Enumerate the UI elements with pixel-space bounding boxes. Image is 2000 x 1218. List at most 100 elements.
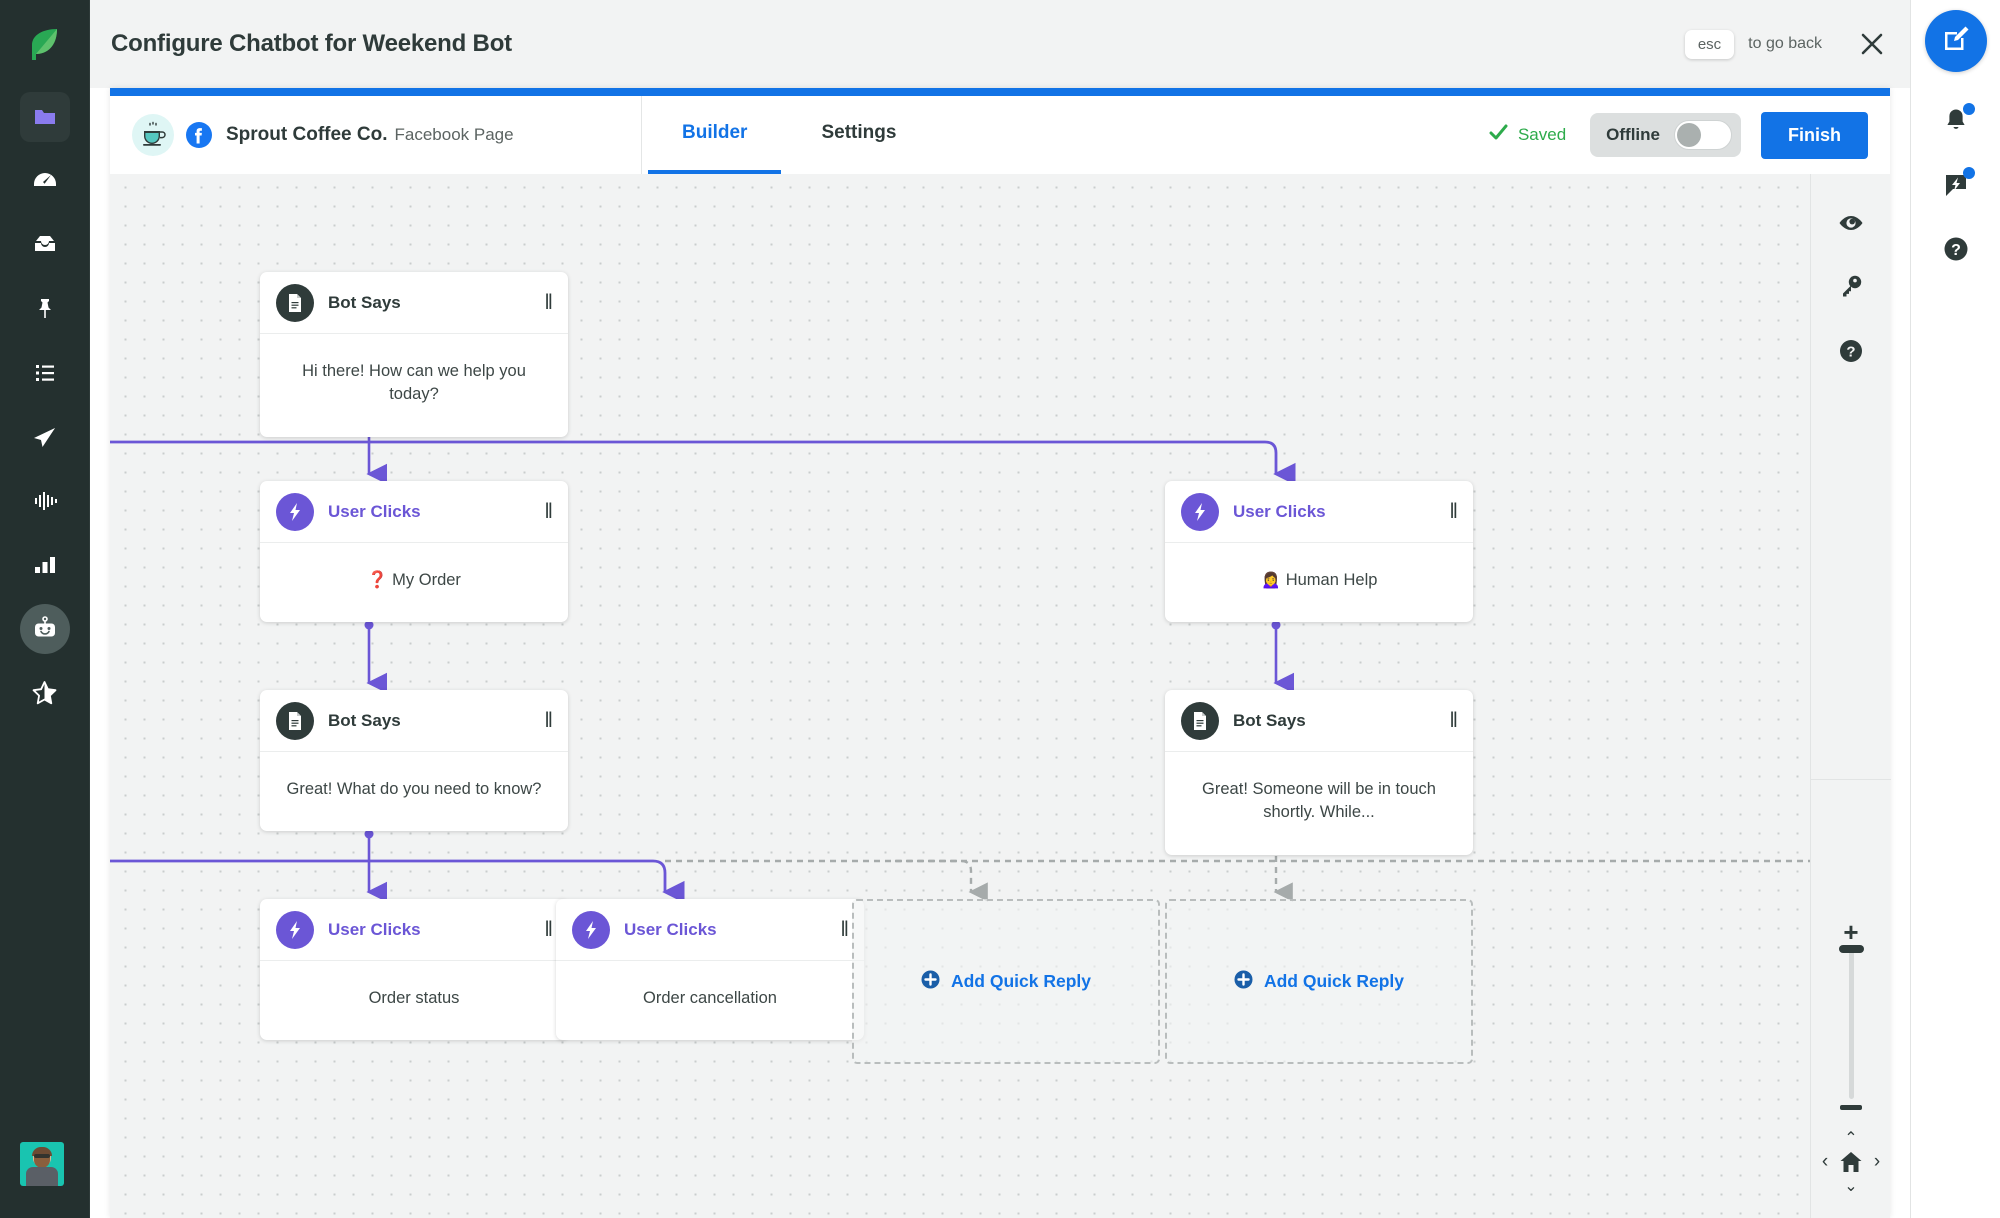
pan-down-button[interactable]: ⌄ xyxy=(1844,1178,1858,1195)
sidebar-item-bots[interactable] xyxy=(19,604,70,654)
notifications-button[interactable] xyxy=(1941,103,1975,136)
sound-wave-icon xyxy=(32,488,58,514)
tab-builder[interactable]: Builder xyxy=(648,96,782,174)
flow-node[interactable]: User Clicks ‖ 🙍‍♀️ Human Help xyxy=(1165,481,1473,623)
rail-divider xyxy=(1811,779,1891,780)
zoom-control: + xyxy=(1811,919,1891,1110)
document-icon xyxy=(1181,701,1219,740)
node-text: Great! Someone will be in touch shortly.… xyxy=(1202,780,1436,822)
flow-node[interactable]: Bot Says ‖ Hi there! How can we help you… xyxy=(260,272,568,437)
node-text: Great! What do you need to know? xyxy=(286,780,542,798)
drag-handle[interactable]: ‖ xyxy=(1449,708,1458,732)
user-avatar[interactable] xyxy=(20,1142,64,1186)
save-status: Saved xyxy=(1488,122,1566,148)
pin-icon xyxy=(32,296,58,322)
sidebar-item-dashboard[interactable] xyxy=(20,156,70,206)
bar-chart-icon xyxy=(32,552,58,578)
toggle-label: Offline xyxy=(1606,125,1660,144)
node-title: Bot Says xyxy=(1233,710,1306,730)
builder-toolbar: Sprout Coffee Co. Facebook Page Builder … xyxy=(110,96,1890,174)
drag-handle[interactable]: ‖ xyxy=(544,917,553,941)
coffee-cup-icon xyxy=(132,114,174,156)
bolt-icon xyxy=(1181,492,1219,531)
sidebar-item-listening[interactable] xyxy=(20,476,70,526)
sprout-leaf-logo[interactable] xyxy=(23,22,67,66)
zoom-out-button[interactable] xyxy=(1840,1105,1862,1110)
app-sidebar xyxy=(0,0,90,1218)
pan-up-button[interactable]: ⌃ xyxy=(1844,1130,1858,1147)
flow-node[interactable]: User Clicks ‖ Order cancellation xyxy=(556,899,864,1041)
help-circle-icon[interactable]: ? xyxy=(1836,336,1866,366)
document-icon xyxy=(276,283,314,322)
whats-new-button[interactable] xyxy=(1941,167,1975,200)
drag-handle[interactable]: ‖ xyxy=(544,708,553,732)
zoom-in-button[interactable]: + xyxy=(1843,917,1859,947)
drag-handle[interactable]: ‖ xyxy=(544,290,553,314)
node-header: Bot Says ‖ xyxy=(260,690,568,752)
node-title: User Clicks xyxy=(1233,501,1326,521)
flow-node[interactable]: User Clicks ‖ ❓ My Order xyxy=(260,481,568,623)
zoom-slider[interactable] xyxy=(1838,945,1864,1099)
plus-circle-icon xyxy=(1234,970,1264,994)
node-header: Bot Says ‖ xyxy=(260,272,568,334)
zoom-slider-handle[interactable] xyxy=(1838,945,1864,953)
add-quick-reply-placeholder[interactable]: Add Quick Reply xyxy=(852,899,1160,1064)
sidebar-item-publishing[interactable] xyxy=(20,284,70,334)
drag-handle[interactable]: ‖ xyxy=(1449,499,1458,523)
flow-node[interactable]: Bot Says ‖ Great! What do you need to kn… xyxy=(260,690,568,832)
brand-type: Facebook Page xyxy=(394,125,514,144)
node-text: Order cancellation xyxy=(643,989,777,1007)
sidebar-item-reports[interactable] xyxy=(20,540,70,590)
help-button[interactable]: ? xyxy=(1941,234,1971,264)
add-quick-reply-placeholder[interactable]: Add Quick Reply xyxy=(1165,899,1473,1064)
drag-handle[interactable]: ‖ xyxy=(840,917,849,941)
robot-icon xyxy=(31,615,59,643)
compose-icon xyxy=(1941,24,1971,59)
flow-canvas[interactable]: Bot Says ‖ Hi there! How can we help you… xyxy=(110,174,1810,1218)
online-offline-toggle[interactable]: Offline xyxy=(1590,113,1741,157)
flow-node[interactable]: Bot Says ‖ Great! Someone will be in tou… xyxy=(1165,690,1473,855)
node-title: User Clicks xyxy=(624,919,717,939)
global-right-rail: ? xyxy=(1910,0,2000,1218)
node-text: Order status xyxy=(368,989,460,1007)
node-title: Bot Says xyxy=(328,292,401,312)
home-icon[interactable] xyxy=(1838,1150,1864,1174)
sidebar-item-reviews[interactable] xyxy=(20,668,70,718)
header-actions: esc to go back xyxy=(1684,29,1910,59)
pan-left-button[interactable]: ‹ xyxy=(1821,1151,1829,1172)
node-header: User Clicks ‖ xyxy=(260,899,568,961)
sidebar-item-inbox[interactable] xyxy=(20,220,70,270)
add-quick-reply-label: Add Quick Reply xyxy=(1263,971,1405,991)
toolbar-right: Saved Offline Finish xyxy=(1488,111,1890,159)
key-icon[interactable] xyxy=(1836,272,1866,302)
bolt-icon xyxy=(276,492,314,531)
page-title: Configure Chatbot for Weekend Bot xyxy=(111,30,512,57)
node-title: User Clicks xyxy=(328,501,421,521)
esc-hint-label: to go back xyxy=(1748,35,1822,52)
sidebar-item-folder[interactable] xyxy=(19,92,70,142)
toggle-switch[interactable] xyxy=(1674,120,1732,150)
node-header: Bot Says ‖ xyxy=(1165,690,1473,752)
flow-node[interactable]: User Clicks ‖ Order status xyxy=(260,899,568,1041)
plus-circle-icon xyxy=(921,970,951,994)
canvas-tool-rail: ? + ⌃ ‹ › ⌄ xyxy=(1810,174,1891,1218)
drag-handle[interactable]: ‖ xyxy=(544,499,553,523)
sidebar-item-tasks[interactable] xyxy=(20,348,70,398)
page-header: Configure Chatbot for Weekend Bot esc to… xyxy=(90,0,1910,88)
brand-name: Sprout Coffee Co. xyxy=(226,124,388,145)
list-icon xyxy=(32,360,58,386)
tab-settings[interactable]: Settings xyxy=(821,122,897,143)
chatbot-builder-panel: Sprout Coffee Co. Facebook Page Builder … xyxy=(110,88,1891,1218)
pan-right-button[interactable]: › xyxy=(1873,1151,1881,1172)
compose-button[interactable] xyxy=(1924,10,1987,72)
node-text: Hi there! How can we help you today? xyxy=(302,362,526,404)
sidebar-item-send[interactable] xyxy=(20,412,70,462)
node-header: User Clicks ‖ xyxy=(260,481,568,543)
brand-block: Sprout Coffee Co. Facebook Page xyxy=(110,96,642,174)
svg-text:?: ? xyxy=(1951,242,1961,259)
node-title: Bot Says xyxy=(328,710,401,730)
finish-button[interactable]: Finish xyxy=(1761,111,1868,159)
eye-icon[interactable] xyxy=(1836,208,1866,238)
save-status-label: Saved xyxy=(1517,125,1567,144)
close-icon[interactable] xyxy=(1858,30,1886,58)
